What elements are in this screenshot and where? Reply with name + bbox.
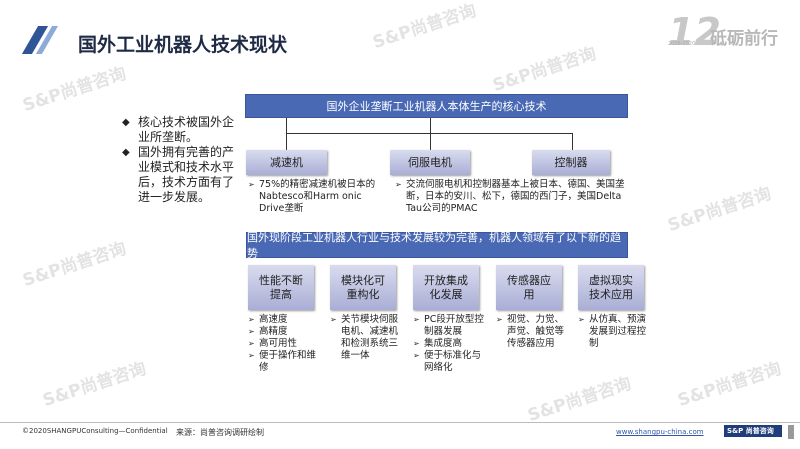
page-title: 国外工业机器人技术现状 xyxy=(78,34,288,56)
watermark: S&P尚普咨询 xyxy=(370,0,479,54)
trend-box: 性能不断提高 xyxy=(248,265,314,310)
trend-box: 模块化可重构化 xyxy=(330,265,396,310)
trend-note: 高可用性 xyxy=(248,338,324,350)
trend-notes: PC段开放型控制器发展集成度高便于标准化与网络化 xyxy=(413,314,489,374)
component-controller: 控制器 xyxy=(532,150,610,175)
copyright: ©2020SHANGPUConsulting—Confidential xyxy=(22,427,168,435)
website-link[interactable]: www.shangpu-china.com xyxy=(616,428,704,436)
trend-note: 关节模块伺服电机、减速机和检测系统三维一体 xyxy=(330,314,406,362)
trend-notes: 高速度高精度高可用性便于操作和维修 xyxy=(248,314,324,374)
watermark: S&P尚普咨询 xyxy=(20,63,129,117)
watermark: S&P尚普咨询 xyxy=(525,373,634,427)
footer-divider xyxy=(0,422,800,423)
company-logo: S&P 尚普咨询 xyxy=(724,425,782,437)
component-notes: 75%的精密减速机被日本的Nabtesco和Harm onic Drive垄断 xyxy=(248,179,388,215)
watermark: S&P尚普咨询 xyxy=(490,43,599,97)
footer-marker xyxy=(788,425,794,439)
trend-notes: 视觉、力觉、声觉、触觉等传感器应用 xyxy=(496,314,572,350)
top-banner: 国外企业垄断工业机器人本体生产的核心技术 xyxy=(245,94,628,118)
watermark: S&P尚普咨询 xyxy=(40,358,149,412)
trend-box: 开放集成化发展 xyxy=(413,265,479,310)
trend-note: 集成度高 xyxy=(413,338,489,350)
component-notes: 交流伺服电机和控制器基本上被日本、德国、美国垄断，日本的安川、松下，德国的西门子… xyxy=(395,179,630,215)
badge-years: 2008-2020 xyxy=(668,41,696,47)
trend-notes: 从仿真、预演发展到过程控制 xyxy=(578,314,654,350)
watermark: S&P尚普咨询 xyxy=(675,358,784,412)
trend-note: 从仿真、预演发展到过程控制 xyxy=(578,314,654,350)
trend-box: 传感器应用 xyxy=(496,265,562,310)
connector xyxy=(430,118,431,150)
trend-note: 高速度 xyxy=(248,314,324,326)
anniversary-badge: 12 xyxy=(668,10,721,54)
watermark: S&P尚普咨询 xyxy=(665,183,774,237)
trend-note: 便于操作和维修 xyxy=(248,350,324,374)
trend-note: PC段开放型控制器发展 xyxy=(413,314,489,338)
mid-banner: 国外现阶段工业机器人行业与技术发展较为完善，机器人领域有了以下新的趋势 xyxy=(246,231,628,260)
slogan: 砥砺前行 xyxy=(710,29,778,49)
trend-note: 便于标准化与网络化 xyxy=(413,350,489,374)
trend-box: 虚拟现实技术应用 xyxy=(578,265,644,310)
connector xyxy=(572,133,573,150)
key-point: 国外拥有完善的产业模式和技术水平后，技术方面有了进一步发展。 xyxy=(122,145,242,205)
key-point: 核心技术被国外企业所垄断。 xyxy=(122,115,242,145)
trend-notes: 关节模块伺服电机、减速机和检测系统三维一体 xyxy=(330,314,406,362)
component-servo-motor: 伺服电机 xyxy=(390,150,470,175)
source-note: 来源：尚普咨询调研绘制 xyxy=(176,428,264,437)
connector xyxy=(286,118,287,150)
trend-note: 高精度 xyxy=(248,326,324,338)
component-reducer: 减速机 xyxy=(246,150,327,175)
watermark: S&P尚普咨询 xyxy=(20,238,129,292)
trend-note: 视觉、力觉、声觉、触觉等传感器应用 xyxy=(496,314,572,350)
connector xyxy=(286,133,572,134)
key-points: 核心技术被国外企业所垄断。 国外拥有完善的产业模式和技术水平后，技术方面有了进一… xyxy=(122,115,242,205)
